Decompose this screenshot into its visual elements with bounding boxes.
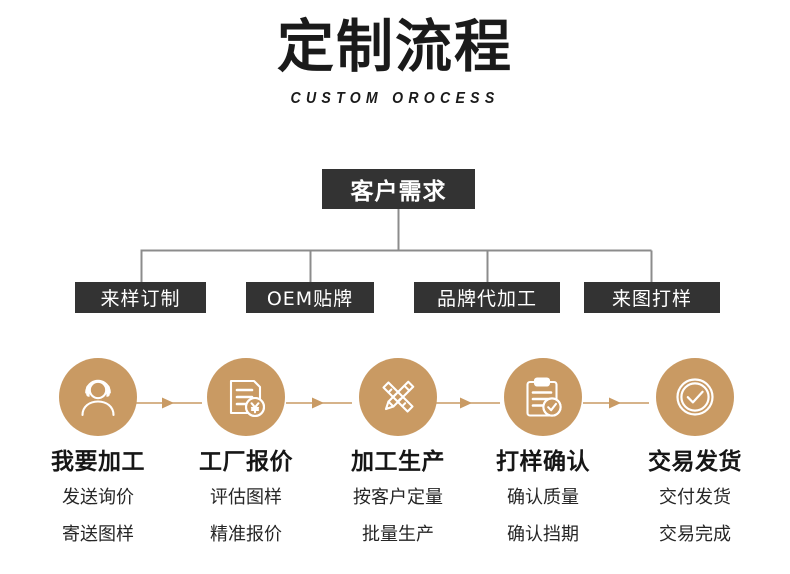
step-1-detail-1: 发送询价 — [62, 487, 134, 509]
process-step-3[interactable]: 加工生产 按客户定量 批量生产 — [319, 358, 477, 549]
step-5-icon-circle — [656, 358, 734, 436]
step-3-icon-circle — [359, 358, 437, 436]
pencil-ruler-icon — [382, 380, 415, 413]
step-2-icon-circle — [207, 358, 285, 436]
step-4-title: 打样确认 — [496, 449, 590, 475]
flowchart-branch-drawing-sample[interactable]: 来图打样 — [584, 282, 720, 313]
step-3-detail-1: 按客户定量 — [353, 487, 443, 509]
page-title: 定制流程 — [277, 14, 513, 80]
flowchart-root-node[interactable]: 客户需求 — [322, 169, 475, 209]
document-yuan-quote-icon — [229, 379, 266, 418]
flowchart-branch-sample-customization[interactable]: 来样订制 — [75, 282, 206, 313]
step-1-icon-circle — [59, 358, 137, 436]
process-step-1[interactable]: 我要加工 发送询价 寄送图样 — [19, 358, 177, 549]
step-4-icon-circle — [504, 358, 582, 436]
headset-support-icon — [81, 379, 115, 417]
step-1-title: 我要加工 — [51, 449, 145, 475]
step-5-title: 交易发货 — [648, 449, 742, 475]
process-step-5[interactable]: 交易发货 交付发货 交易完成 — [616, 358, 774, 549]
page-subtitle: CUSTOM OROCESS — [290, 89, 500, 107]
header: 定制流程 CUSTOM OROCESS — [0, 14, 790, 108]
step-3-detail-2: 批量生产 — [362, 524, 434, 546]
step-2-title: 工厂报价 — [199, 449, 293, 475]
flowchart-branch-oem[interactable]: OEM贴牌 — [246, 282, 374, 313]
step-2-detail-2: 精准报价 — [210, 524, 282, 546]
step-5-detail-1: 交付发货 — [659, 487, 731, 509]
step-4-detail-2: 确认挡期 — [507, 524, 579, 546]
circle-check-icon — [676, 378, 714, 416]
step-5-detail-2: 交易完成 — [659, 524, 731, 546]
process-steps: 我要加工 发送询价 寄送图样 工厂报价 — [0, 358, 790, 558]
step-1-detail-2: 寄送图样 — [62, 524, 134, 546]
clipboard-check-icon — [526, 377, 562, 417]
flowchart-branch-brand-oem-processing[interactable]: 品牌代加工 — [414, 282, 560, 313]
process-step-4[interactable]: 打样确认 确认质量 确认挡期 — [464, 358, 622, 549]
step-2-detail-1: 评估图样 — [210, 487, 282, 509]
step-3-title: 加工生产 — [351, 449, 445, 475]
step-4-detail-1: 确认质量 — [507, 487, 579, 509]
process-step-2[interactable]: 工厂报价 评估图样 精准报价 — [167, 358, 325, 549]
